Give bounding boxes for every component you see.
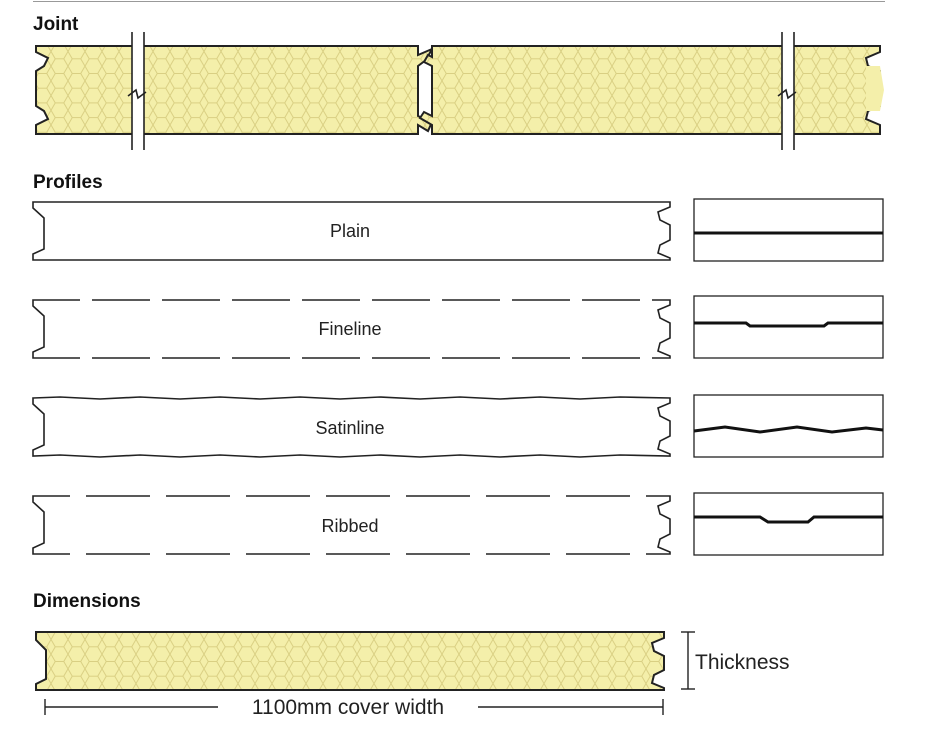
profile-ribbed-label: Ribbed [321, 516, 378, 536]
profile-satinline: Satinline [32, 394, 884, 458]
cover-width-label: 1100mm cover width [252, 696, 444, 719]
profile-plain-panel [32, 201, 671, 261]
joint-left-panel-hex [35, 45, 435, 135]
joint-heading: Joint [33, 14, 79, 35]
profile-plain-section-box [693, 198, 884, 262]
profile-fineline-label: Fineline [318, 319, 381, 339]
profile-fineline-ticks-top [80, 298, 652, 360]
joint-panels [35, 32, 884, 150]
profile-ribbed-section-line [694, 515, 883, 524]
dimensions-panel [35, 631, 665, 691]
profile-ribbed-section-box [693, 492, 884, 556]
dimensions-heading: Dimensions [33, 591, 141, 612]
profile-ribbed: Ribbed [32, 492, 884, 556]
joint-break-left [127, 32, 147, 150]
thickness-label: Thickness [695, 651, 790, 674]
profile-satinline-label: Satinline [315, 418, 384, 438]
joint-right-panel-hex [418, 45, 881, 135]
profile-satinline-section-line [693, 425, 884, 434]
cover-width-dimension: 1100mm cover width [44, 696, 664, 719]
joint-right-tongue [866, 66, 884, 111]
profile-fineline-panel [32, 299, 671, 359]
profile-plain-label: Plain [330, 221, 370, 241]
profile-fineline-section-line [694, 321, 883, 328]
thickness-dimension: Thickness [681, 631, 790, 690]
dimensions-panel-outline [35, 631, 665, 691]
profile-plain: Plain [32, 198, 884, 262]
profile-ribbed-ticks [70, 494, 646, 556]
profile-ribbed-panel [32, 495, 671, 555]
joint-break-right [777, 32, 797, 150]
profile-fineline: Fineline [32, 295, 884, 360]
profile-satinline-panel [32, 396, 671, 458]
profiles-heading: Profiles [33, 172, 103, 193]
